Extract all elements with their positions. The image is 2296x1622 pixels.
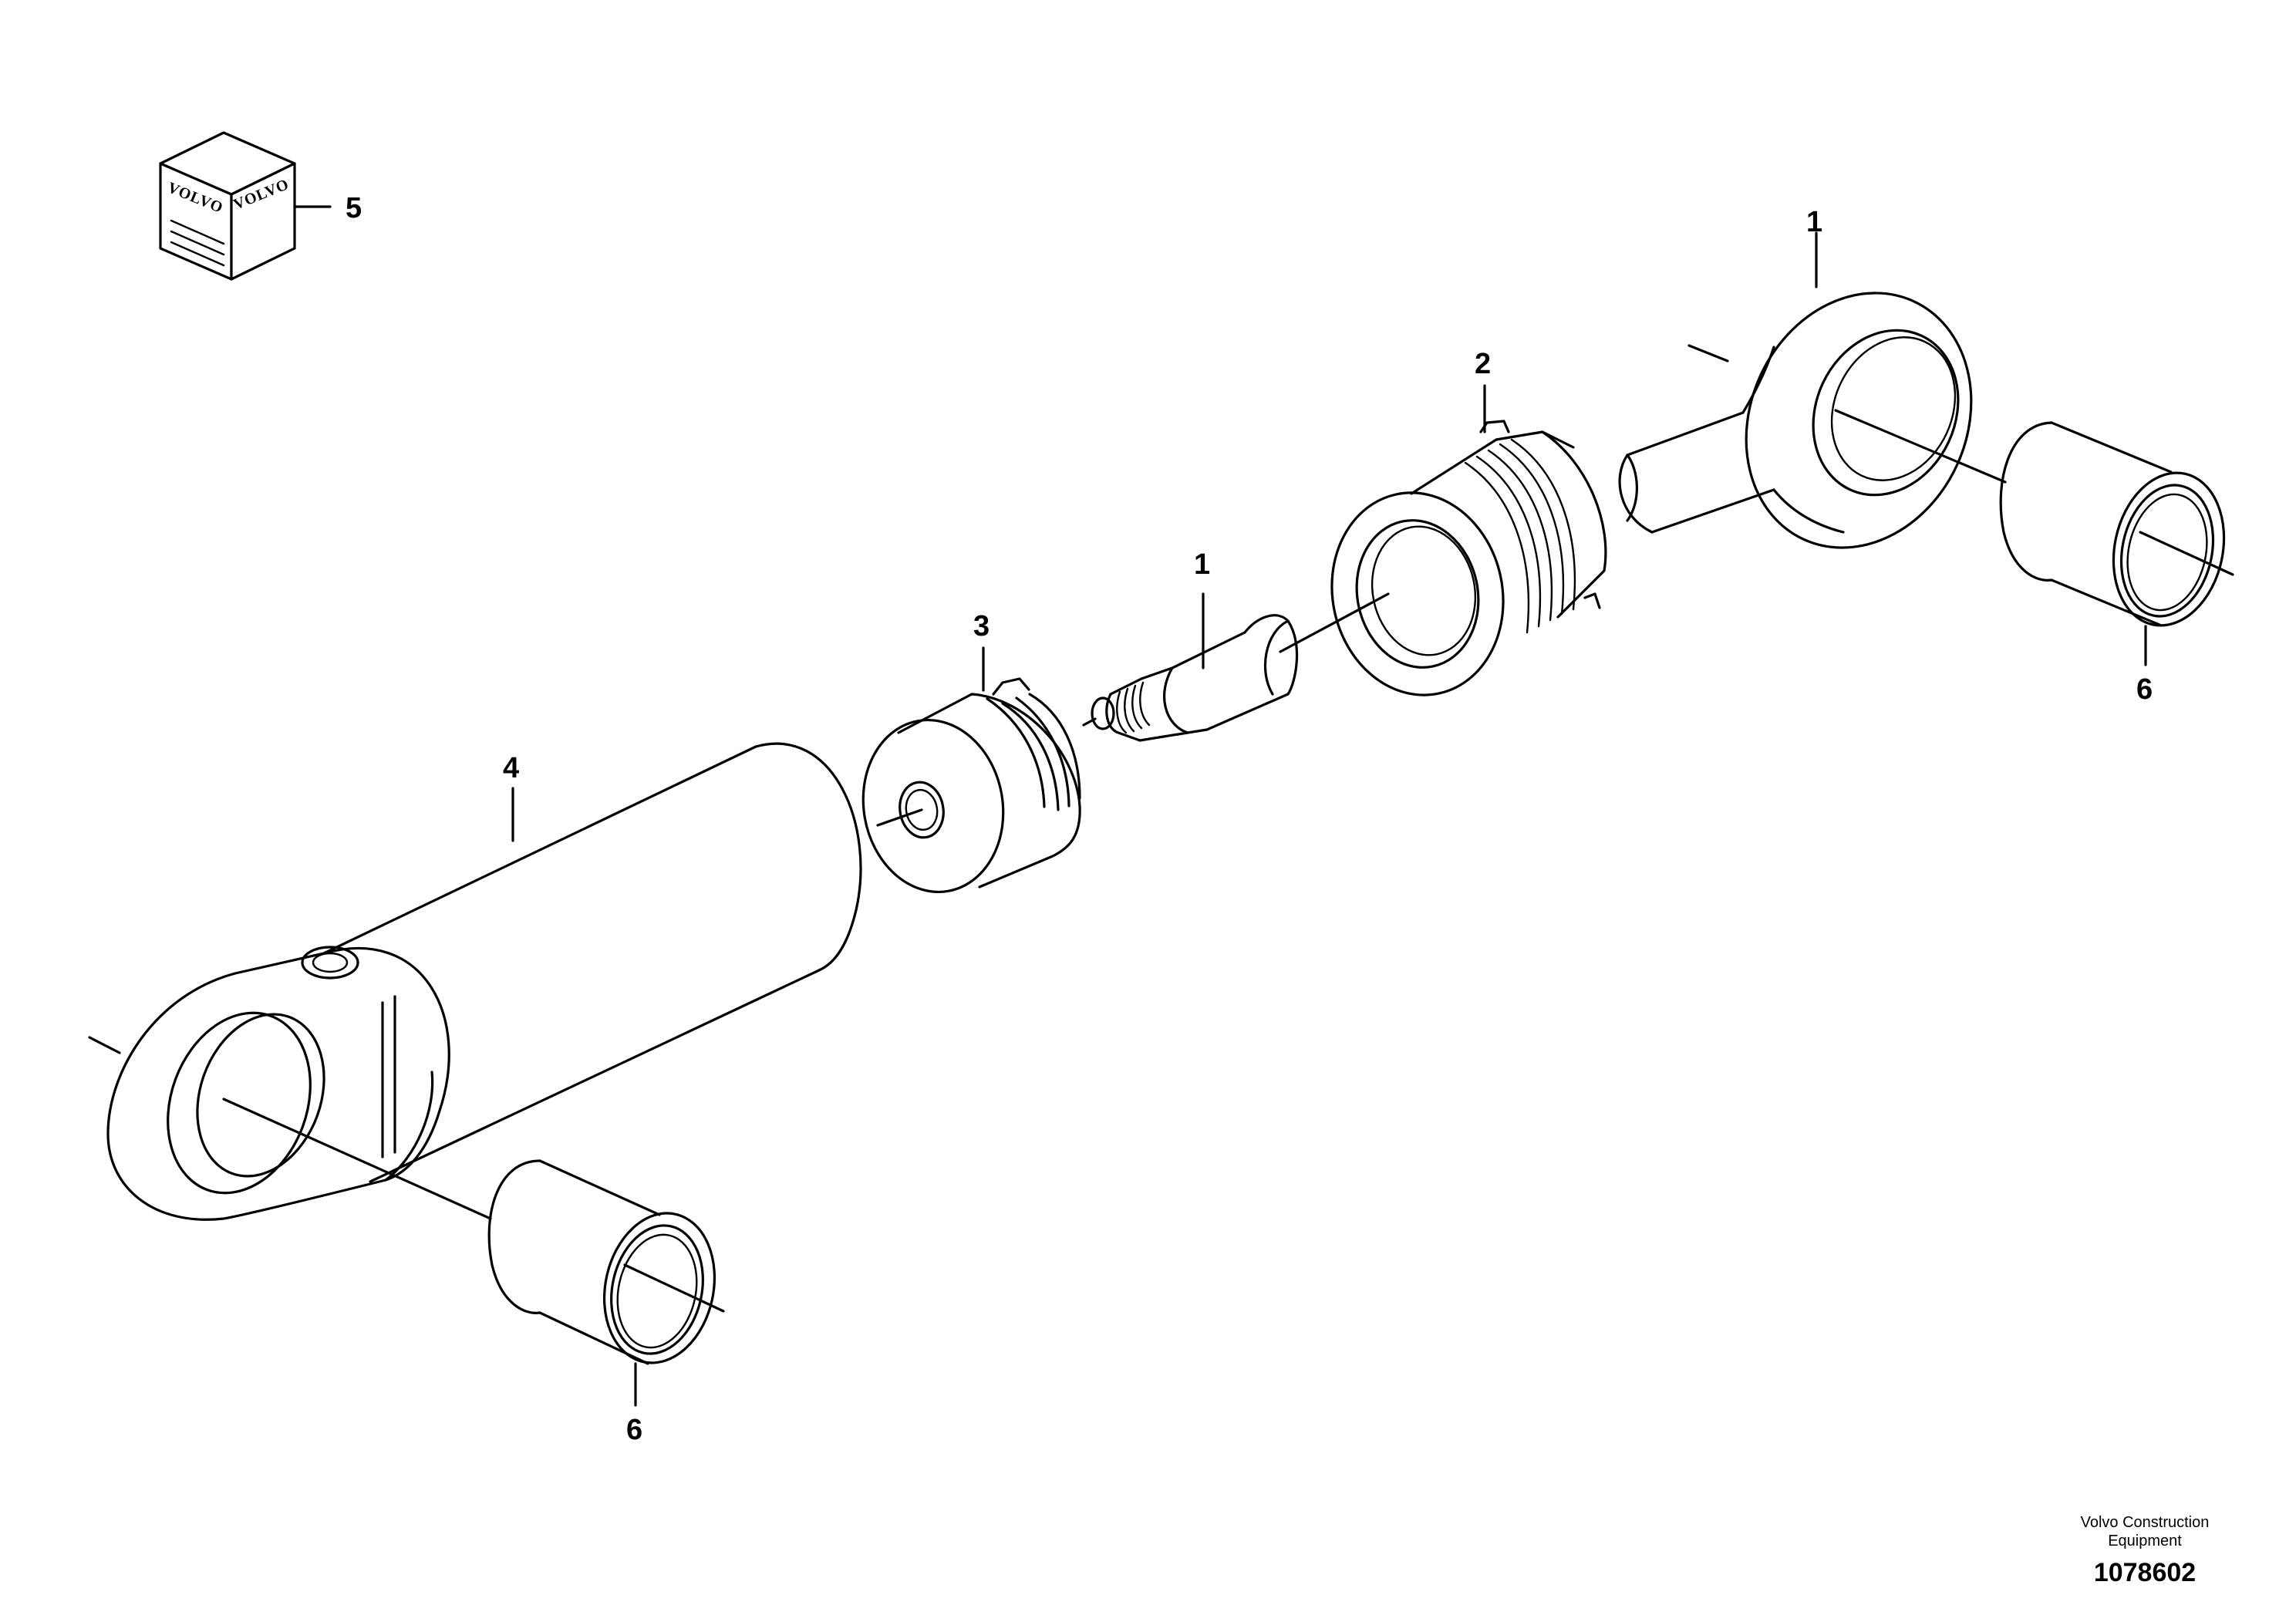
- piston-part-3: [861, 646, 1081, 894]
- callout-2: 2: [1475, 348, 1491, 380]
- callout-4: 4: [503, 752, 519, 784]
- callout-1-piston-rod: 1: [1194, 548, 1210, 581]
- callout-1-rod-eye: 1: [1806, 206, 1822, 238]
- callout-5: 5: [346, 192, 362, 224]
- cylinder-tube-part-4: [88, 742, 862, 1221]
- drawing-footer: Volvo Construction Equipment 1078602: [2060, 1513, 2230, 1588]
- company-name: Volvo Construction Equipment: [2080, 1514, 2210, 1549]
- cylinder-head-part-2: [1330, 384, 1607, 696]
- drawing-number: 1078602: [2093, 1558, 2197, 1587]
- callout-6-left: 6: [626, 1414, 642, 1446]
- kit-box-part-5: VOLVO VOLVO: [159, 131, 332, 281]
- callout-6-right: 6: [2136, 673, 2153, 706]
- bushing-right-part-6: [1999, 421, 2234, 666]
- callout-3: 3: [973, 610, 990, 642]
- rod-eye-part-1: [1618, 231, 2007, 549]
- bushing-left-part-6: [487, 1159, 725, 1407]
- piston-rod-part-1: [1082, 592, 1390, 742]
